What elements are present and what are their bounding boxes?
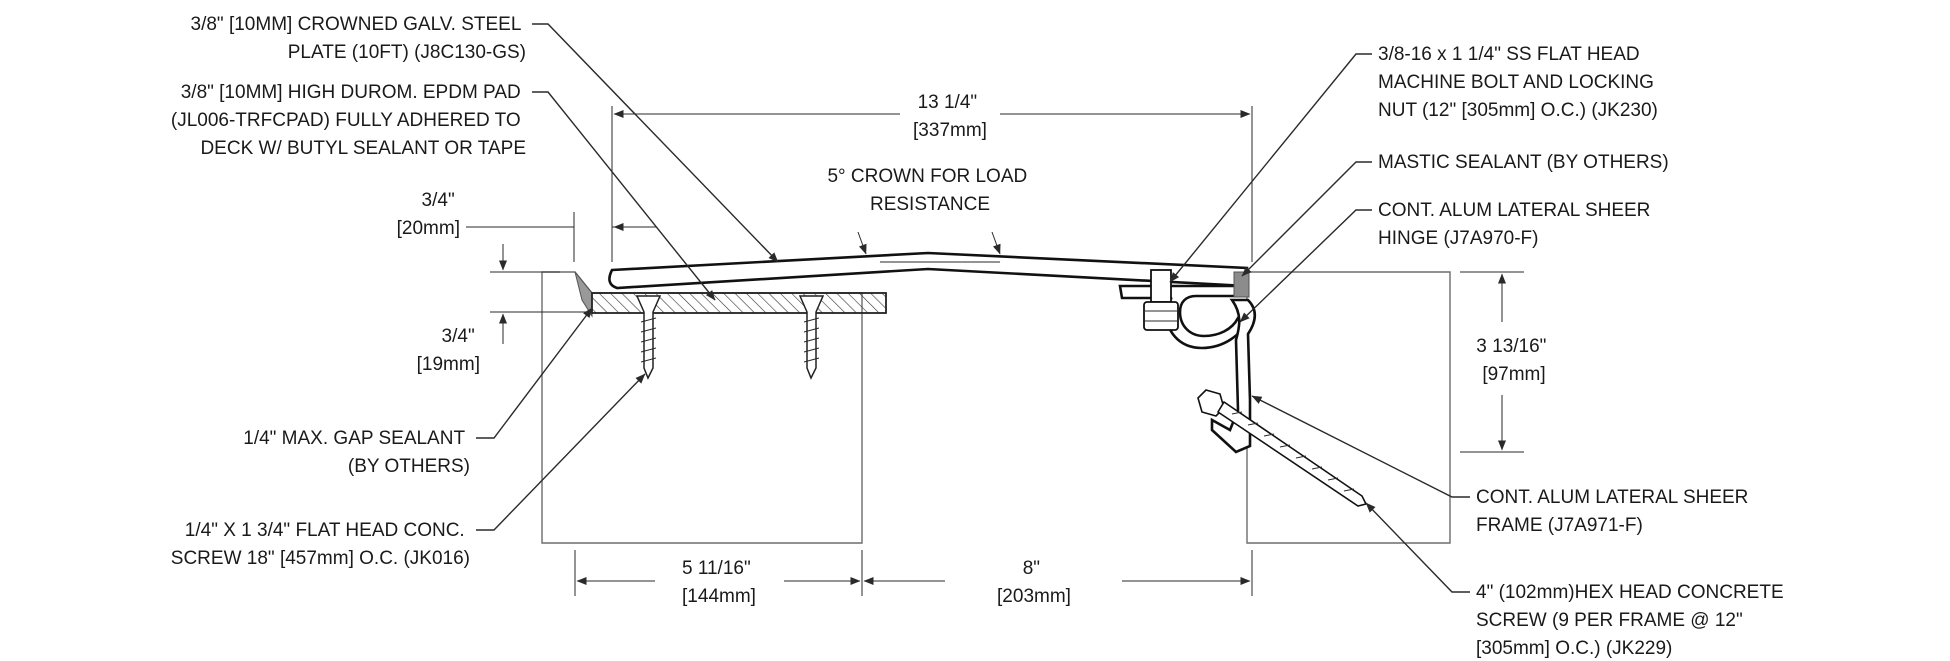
dimension-plate-recess (466, 212, 656, 273)
callout-plate-line2: PLATE (10FT) (J8C130-GS) (288, 42, 526, 63)
callout-hex-screw-line2: SCREW (9 PER FRAME @ 12" (1476, 610, 1743, 631)
dim-plate-recess-line1: 3/4" (422, 190, 455, 211)
callout-bolt-line1: 3/8-16 x 1 1/4" SS FLAT HEAD (1378, 44, 1640, 65)
callout-hex-screw: 4" (102mm)HEX HEAD CONCRETE SCREW (9 PER… (1476, 582, 1789, 659)
dim-crown-line1: 5° CROWN FOR LOAD (827, 166, 1027, 187)
callout-hex-screw-line3: [305mm] O.C.) (JK229) (1476, 638, 1672, 659)
dim-plate-recess-label: 3/4" [20mm] (397, 190, 460, 239)
dim-pad-recess-label: 3/4" [19mm] (417, 326, 480, 375)
dim-frame-height-label: 3 13/16" [97mm] (1476, 336, 1551, 385)
callout-hinge-line1: CONT. ALUM LATERAL SHEER (1378, 200, 1650, 221)
dimension-crown (857, 231, 1001, 263)
dim-frame-height-line1: 3 13/16" (1476, 336, 1546, 357)
dim-overall-width-label: 13 1/4" [337mm] (913, 92, 987, 141)
hex-head-concrete-screw (1197, 389, 1368, 507)
callout-gap-sealant-line1: 1/4" MAX. GAP SEALANT (243, 428, 465, 449)
dim-left-width-label: 5 11/16" [144mm] (682, 558, 756, 607)
dim-joint-gap-line1: 8" (1023, 558, 1040, 579)
flat-head-screw-right (798, 295, 825, 380)
dimension-frame-height (1460, 271, 1524, 453)
callout-flat-screw-line2: SCREW 18" [457mm] O.C. (JK016) (171, 548, 470, 569)
callout-hinge: CONT. ALUM LATERAL SHEER HINGE (J7A970-F… (1378, 200, 1656, 249)
callout-mastic-line1: MASTIC SEALANT (BY OTHERS) (1378, 152, 1669, 173)
dim-overall-width-line2: [337mm] (913, 120, 987, 141)
callout-plate-line1: 3/8" [10MM] CROWNED GALV. STEEL (191, 14, 521, 35)
callout-plate: 3/8" [10MM] CROWNED GALV. STEEL PLATE (1… (191, 14, 526, 63)
callout-flat-screw-line1: 1/4" X 1 3/4" FLAT HEAD CONC. (185, 520, 465, 541)
callout-pad-line2: (JL006-TRFCPAD) FULLY ADHERED TO (171, 110, 521, 131)
dimension-bottom (574, 550, 1253, 596)
flat-head-screw-left (635, 295, 662, 380)
callout-flat-screw: 1/4" X 1 3/4" FLAT HEAD CONC. SCREW 18" … (171, 520, 470, 569)
epdm-pad (591, 292, 887, 314)
mastic-sealant (1233, 271, 1250, 298)
machine-bolt (1143, 269, 1179, 331)
callout-mastic: MASTIC SEALANT (BY OTHERS) (1378, 152, 1669, 173)
dim-plate-recess-line2: [20mm] (397, 218, 460, 239)
callout-frame-line1: CONT. ALUM LATERAL SHEER (1476, 487, 1748, 508)
lateral-sheer-frame (1210, 298, 1257, 454)
callout-frame-line2: FRAME (J7A971-F) (1476, 515, 1643, 536)
callout-bolt-line2: MACHINE BOLT AND LOCKING (1378, 72, 1654, 93)
leader-lines (476, 23, 1470, 593)
dim-pad-recess-line2: [19mm] (417, 354, 480, 375)
dim-overall-width-line1: 13 1/4" (918, 92, 978, 113)
gap-sealant (574, 271, 593, 318)
callout-bolt-line3: NUT (12" [305mm] O.C.) (JK230) (1378, 100, 1658, 121)
callout-pad-line3: DECK W/ BUTYL SEALANT OR TAPE (200, 138, 526, 159)
dim-left-width-line1: 5 11/16" (682, 558, 751, 579)
right-concrete-slab (1246, 271, 1451, 544)
callout-bolt: 3/8-16 x 1 1/4" SS FLAT HEAD MACHINE BOL… (1378, 44, 1659, 121)
lateral-sheer-hinge (1118, 284, 1250, 350)
callout-frame: CONT. ALUM LATERAL SHEER FRAME (J7A971-F… (1476, 487, 1754, 536)
dim-crown-line2: RESISTANCE (870, 194, 990, 215)
dimension-pad-recess (490, 311, 590, 344)
callout-gap-sealant: 1/4" MAX. GAP SEALANT (BY OTHERS) (243, 428, 470, 477)
dimension-overall-width (611, 106, 1253, 262)
dim-crown-label: 5° CROWN FOR LOAD RESISTANCE (827, 166, 1032, 215)
callout-hex-screw-line1: 4" (102mm)HEX HEAD CONCRETE (1476, 582, 1784, 603)
callout-gap-sealant-line2: (BY OTHERS) (348, 456, 470, 477)
callout-pad-line1: 3/8" [10MM] HIGH DUROM. EPDM PAD (181, 82, 521, 103)
dim-joint-gap-line2: [203mm] (997, 586, 1071, 607)
dim-pad-recess-line1: 3/4" (442, 326, 475, 347)
callout-pad: 3/8" [10MM] HIGH DUROM. EPDM PAD (JL006-… (171, 82, 526, 159)
dim-joint-gap-label: 8" [203mm] (997, 558, 1071, 607)
dim-left-width-line2: [144mm] (682, 586, 756, 607)
callout-hinge-line2: HINGE (J7A970-F) (1378, 228, 1538, 249)
dim-frame-height-line2: [97mm] (1482, 364, 1545, 385)
